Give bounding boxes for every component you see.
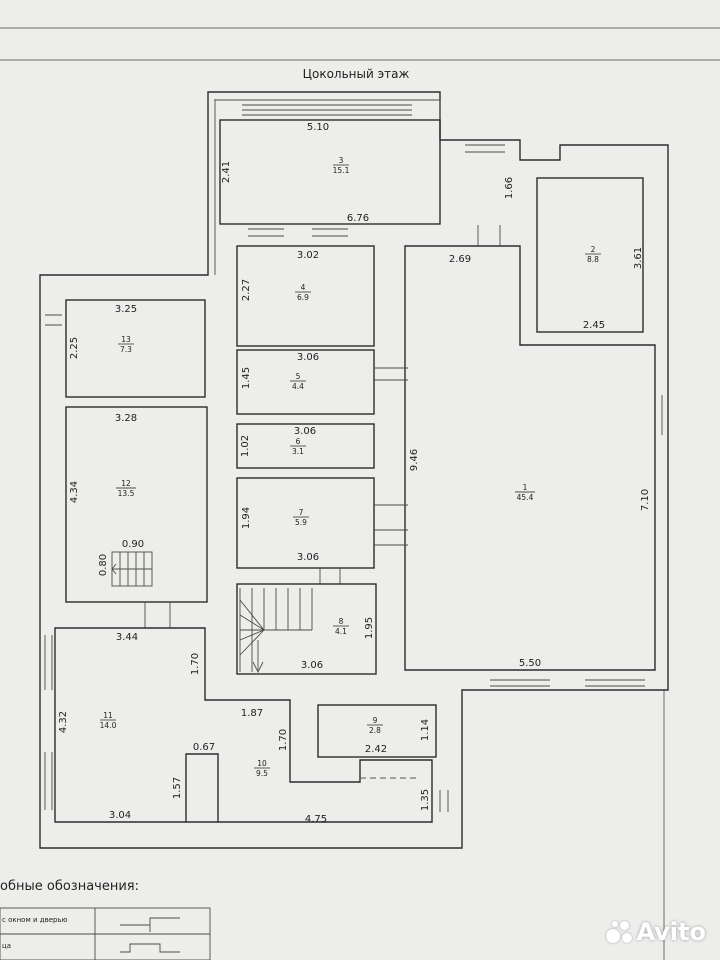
dim-r4-left: 2.27 <box>241 279 252 301</box>
room-7-number: 7 <box>299 508 304 517</box>
room-13-area: 7.3 <box>120 345 132 354</box>
room-3-number: 3 <box>339 156 344 165</box>
dim-r2-left: 1.66 <box>504 177 515 199</box>
dim-r11-bottom: 3.04 <box>109 810 131 821</box>
plan-title: Цокольный этаж <box>303 67 410 81</box>
dim-r10-mid: 1.70 <box>278 729 289 751</box>
legend-item-2: ца <box>2 942 11 950</box>
dim-stair-height: 0.80 <box>98 554 109 576</box>
dim-r2-bottom: 2.45 <box>583 320 605 331</box>
room-8-area: 4.1 <box>335 627 347 636</box>
avito-watermark: Avito <box>606 918 706 946</box>
room-6-area: 3.1 <box>292 447 304 456</box>
room-1-number: 1 <box>523 483 528 492</box>
room-11: 3.44 1.70 4.32 3.04 11 14.0 0.67 1.57 <box>54 627 433 823</box>
room-9-number: 9 <box>373 716 378 725</box>
room-8: 1.95 3.06 8 4.1 <box>236 583 377 675</box>
room-5-number: 5 <box>296 372 301 381</box>
dim-r7-left: 1.94 <box>241 507 252 529</box>
outer-walls <box>39 91 669 849</box>
dim-r1-top: 2.69 <box>449 254 471 265</box>
avito-logo-icon <box>606 919 633 945</box>
room-2: 1.66 3.61 2.45 2 8.8 <box>504 177 644 333</box>
dim-r3-left: 2.41 <box>221 161 232 183</box>
room-7: 1.94 3.06 7 5.9 <box>236 477 408 584</box>
stair-icon <box>111 551 153 587</box>
room-6: 3.06 1.02 6 3.1 <box>236 423 375 469</box>
room-4-number: 4 <box>301 283 306 292</box>
room-11-number: 11 <box>103 711 113 720</box>
room-2-area: 8.8 <box>587 255 599 264</box>
dim-r11-right: 1.70 <box>190 653 201 675</box>
dim-r4-top: 3.02 <box>297 250 319 261</box>
dim-stair-width: 0.90 <box>122 539 144 550</box>
room-10-number: 10 <box>257 759 267 768</box>
dim-r12-left: 4.34 <box>69 481 80 503</box>
room-4: 3.02 2.27 4 6.9 <box>236 245 375 347</box>
room-12: 3.28 4.34 12 13.5 0.90 0.80 <box>65 406 208 628</box>
room-11-area: 14.0 <box>100 721 117 730</box>
room-12-number: 12 <box>121 479 131 488</box>
dim-r6-top: 3.06 <box>294 426 316 437</box>
dim-r2-right: 3.61 <box>633 247 644 269</box>
dim-r13-left: 2.25 <box>69 337 80 359</box>
room-2-number: 2 <box>591 245 596 254</box>
dim-r7-bottom: 3.06 <box>297 552 319 563</box>
legend: обные обозначения: с окном и дверью ца <box>0 879 211 960</box>
dim-r10-notch-height: 1.57 <box>172 777 183 799</box>
dim-r11-left: 4.32 <box>58 711 69 733</box>
window-marks <box>44 104 663 812</box>
dim-r8-bottom: 3.06 <box>301 660 323 671</box>
room-5-area: 4.4 <box>292 382 304 391</box>
room-9-area: 2.8 <box>369 726 381 735</box>
dim-r1-left: 9.46 <box>409 449 420 471</box>
dim-r11-top: 3.44 <box>116 632 138 643</box>
room-3-area: 15.1 <box>333 166 350 175</box>
room-10: 1.87 1.70 4.75 10 9.5 1.35 <box>241 708 431 825</box>
room-3: 5.10 2.41 6.76 3 15.1 <box>219 119 441 237</box>
room-12-area: 13.5 <box>118 489 135 498</box>
room-1-area: 45.4 <box>517 493 534 502</box>
stair-icon <box>239 588 313 674</box>
room-10-area: 9.5 <box>256 769 268 778</box>
dim-r5-top: 3.06 <box>297 352 319 363</box>
dim-r9-right: 1.14 <box>420 719 431 741</box>
room-6-number: 6 <box>296 437 301 446</box>
dim-r6-left: 1.02 <box>240 435 251 457</box>
room-9: 1.14 2.42 9 2.8 <box>317 704 437 779</box>
room-13: 3.25 2.25 13 7.3 <box>65 299 206 398</box>
legend-title: обные обозначения: <box>0 879 139 894</box>
room-4-area: 6.9 <box>297 293 309 302</box>
dim-r3-top: 5.10 <box>307 122 329 133</box>
dim-r10-bottom: 4.75 <box>305 814 327 825</box>
avito-brand-text: Avito <box>636 918 706 946</box>
dim-r9-bottom: 2.42 <box>365 744 387 755</box>
room-1: 2.69 9.46 7.10 5.50 1 45.4 <box>404 225 656 671</box>
room-8-number: 8 <box>339 617 344 626</box>
dim-r3-bottom: 6.76 <box>347 213 369 224</box>
dim-r12-top: 3.28 <box>115 413 137 424</box>
dim-r1-right: 7.10 <box>640 489 651 511</box>
sheet-frame <box>0 27 720 960</box>
dim-entry: 1.35 <box>420 789 431 811</box>
dim-r1-bottom: 5.50 <box>519 658 541 669</box>
dim-r10-notch: 0.67 <box>193 742 215 753</box>
room-7-area: 5.9 <box>295 518 307 527</box>
dim-r5-left: 1.45 <box>241 367 252 389</box>
legend-item-1: с окном и дверью <box>2 916 68 924</box>
dim-r10-top: 1.87 <box>241 708 263 719</box>
room-13-number: 13 <box>121 335 131 344</box>
room-5: 3.06 1.45 5 4.4 <box>236 349 408 415</box>
dim-r13-top: 3.25 <box>115 304 137 315</box>
dim-r8-right: 1.95 <box>364 617 375 639</box>
